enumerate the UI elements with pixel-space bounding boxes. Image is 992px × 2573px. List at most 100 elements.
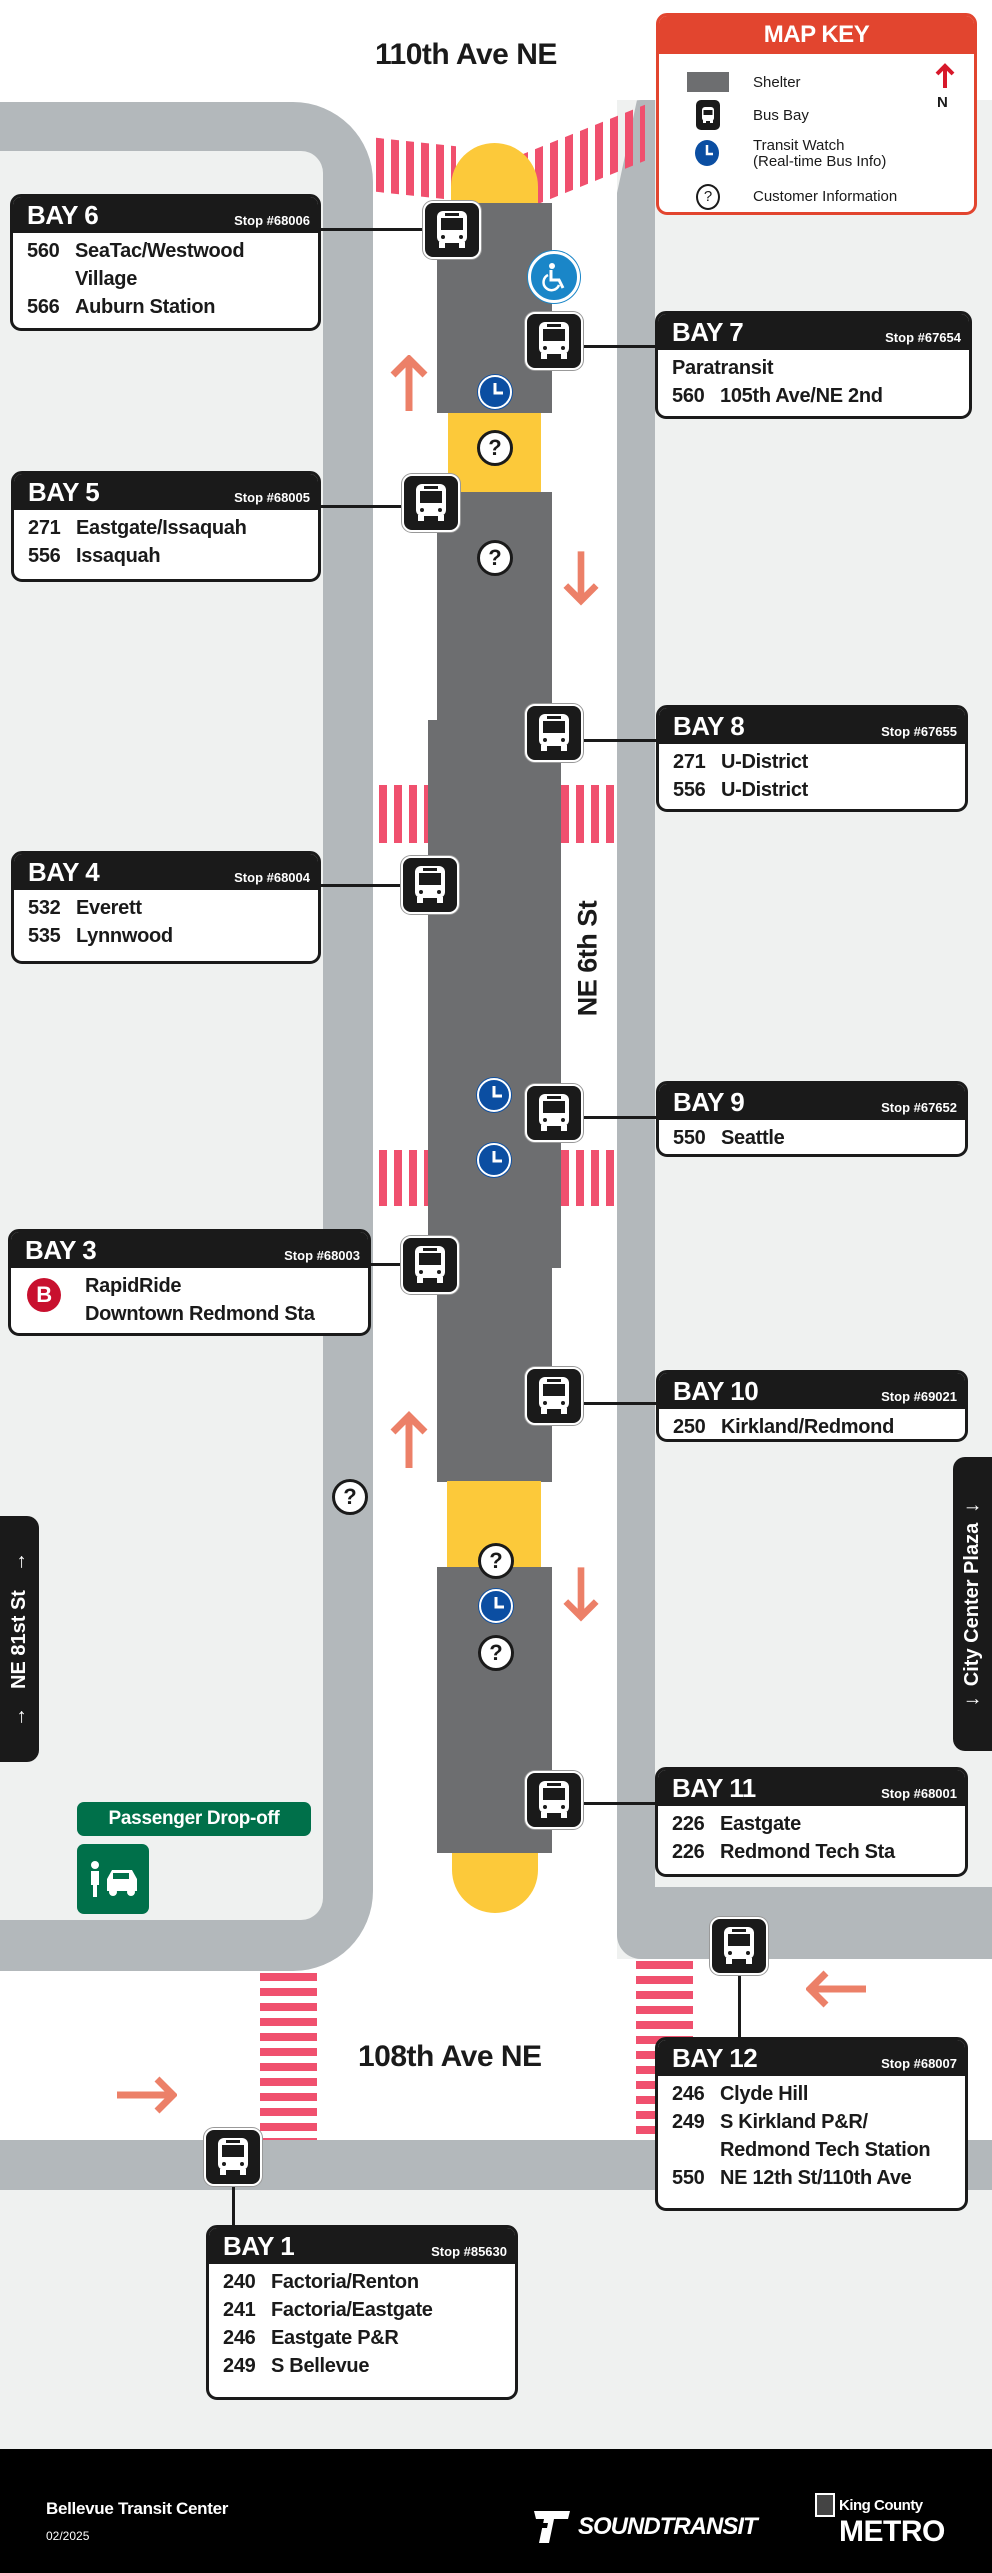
bay-3-bus-icon[interactable]	[401, 1236, 459, 1294]
arrow-down-icon	[563, 551, 599, 606]
bay-6-connector-line	[321, 228, 423, 231]
customer-info-icon[interactable]: ?	[478, 1635, 514, 1671]
route-destination: Eastgate	[720, 1813, 801, 1835]
rapidride-badge: B	[27, 1278, 61, 1312]
stop-number: Stop #85630	[431, 2244, 507, 2259]
crosswalk	[561, 1150, 615, 1206]
bay-8-bus-icon[interactable]	[525, 704, 583, 762]
bay-4-bus-icon[interactable]	[401, 856, 459, 914]
arrow-icon: →	[8, 1706, 30, 1727]
footer-title: Bellevue Transit Center	[46, 2499, 229, 2518]
ne-81st-st-label: NE 81st St	[8, 1589, 30, 1689]
route-destination: S Kirkland P&R/ Redmond Tech Station	[720, 2111, 931, 2161]
bay-1-bus-icon[interactable]	[204, 2128, 262, 2186]
route-number: 226	[672, 1841, 705, 1863]
bay-6-bus-icon[interactable]	[423, 201, 481, 259]
bay-7-bus-icon[interactable]	[525, 312, 583, 370]
sound-transit-logo-icon	[534, 2511, 570, 2543]
map-key: MAP KEY Shelter Bus Bay Transit Watch (R…	[656, 13, 977, 215]
map-key-title: MAP KEY	[659, 16, 974, 54]
customer-info-icon[interactable]: ?	[477, 430, 513, 466]
bay-1-connector-line	[232, 2186, 235, 2225]
route-destination: Kirkland/Redmond	[721, 1416, 894, 1438]
bay-title: BAY 12	[672, 2043, 758, 2073]
route-number: 556	[28, 545, 61, 567]
route-destination: Eastgate/Issaquah	[76, 517, 247, 539]
arrow-right-icon	[117, 2076, 177, 2114]
route-number: 246	[223, 2327, 256, 2349]
bus-icon	[696, 100, 720, 130]
bay-title: BAY 5	[28, 477, 100, 507]
transit-watch-clock-icon[interactable]	[479, 1589, 513, 1623]
bus-icon	[415, 1246, 445, 1283]
transit-watch-clock-icon[interactable]	[478, 375, 512, 409]
crosswalk	[379, 1150, 428, 1206]
street-ne-6th-st: NE 6th St	[572, 900, 603, 1017]
route-destination: Redmond Tech Sta	[720, 1841, 895, 1863]
stop-number: Stop #68003	[284, 1248, 360, 1263]
bay-10-connector-line	[583, 1402, 656, 1405]
route-destination: U-District	[721, 751, 809, 773]
sound-transit-logo: SOUNDTRANSIT	[530, 2509, 758, 2545]
stop-number: Stop #68007	[881, 2056, 957, 2071]
bay-10-bus-icon[interactable]	[525, 1367, 583, 1425]
bay-title: BAY 8	[673, 711, 745, 741]
bus-icon	[539, 714, 569, 751]
bus-icon	[415, 866, 445, 903]
customer-info-icon[interactable]: ?	[477, 540, 513, 576]
king-county-metro-logo: King County METRO	[815, 2493, 965, 2547]
bay-11-bus-icon[interactable]	[525, 1771, 583, 1829]
transit-watch-clock-icon[interactable]	[477, 1143, 511, 1177]
route-destination: Clyde Hill	[720, 2083, 809, 2105]
route-number: 246	[672, 2083, 705, 2105]
bay-header: BAY 12 Stop #68007	[658, 2040, 965, 2076]
stop-number: Stop #69021	[881, 1389, 957, 1404]
bay-12-bus-icon[interactable]	[710, 1917, 768, 1975]
arrow-down-icon	[563, 1567, 599, 1622]
street-110th-ave-ne: 110th Ave NE	[375, 38, 557, 71]
transit-watch-clock-icon[interactable]	[477, 1078, 511, 1112]
customer-info-icon[interactable]: ?	[478, 1543, 514, 1579]
bus-icon	[539, 1094, 569, 1131]
route-number: 249	[223, 2355, 256, 2377]
bus-icon	[539, 1781, 569, 1818]
route-destination: Factoria/Renton	[271, 2271, 419, 2293]
north-arrow-icon	[935, 63, 955, 88]
route-row: B RapidRide Downtown Redmond Sta	[11, 1272, 358, 1328]
route-destination: RapidRide Downtown Redmond Sta	[85, 1275, 315, 1325]
footer: Bellevue Transit Center 02/2025 SOUNDTRA…	[0, 2449, 992, 2573]
route-number: 271	[28, 517, 61, 539]
customer-info-icon[interactable]: ?	[332, 1479, 368, 1515]
ne-81st-st-sign: →NE 81st St→	[0, 1516, 39, 1762]
accessibility-icon	[528, 251, 580, 303]
route-destination: Paratransit	[672, 357, 774, 379]
stop-number: Stop #68005	[234, 490, 310, 505]
bay-12-connector-line	[738, 1975, 741, 2037]
bay-5-bus-icon[interactable]	[402, 474, 460, 532]
crosswalk	[260, 1973, 317, 2140]
bay-9-bus-icon[interactable]	[525, 1084, 583, 1142]
key-label-bus-bay: Bus Bay	[753, 107, 809, 124]
stop-number: Stop #68001	[881, 1786, 957, 1801]
shelter-swatch-icon	[687, 72, 729, 92]
route-number: 240	[223, 2271, 256, 2293]
route-number: 560	[27, 240, 60, 262]
